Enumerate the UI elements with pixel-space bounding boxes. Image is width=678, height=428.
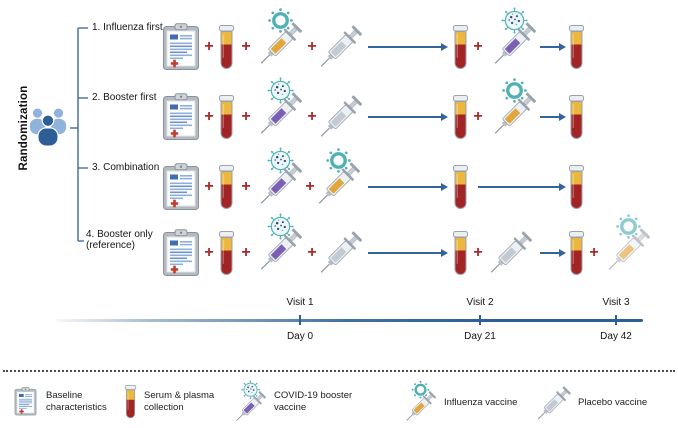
blood-tube-icon bbox=[568, 25, 585, 70]
plus-icon: + bbox=[307, 244, 317, 261]
plus-icon: + bbox=[204, 108, 214, 125]
legend-label-influenza: Influenza vaccine bbox=[444, 397, 518, 408]
influenza-vaccine-offered-icon bbox=[600, 213, 656, 275]
visit2-label: Visit 2 bbox=[466, 297, 494, 308]
clipboard-icon bbox=[14, 387, 37, 416]
arrow-right-icon bbox=[540, 42, 566, 51]
plus-icon: + bbox=[241, 108, 251, 125]
blood-tube-icon bbox=[218, 25, 235, 70]
blood-tube-icon bbox=[568, 165, 585, 210]
influenza-vaccine-icon bbox=[486, 77, 542, 139]
placebo-syringe-icon bbox=[316, 231, 364, 275]
visit3-label: Visit 3 bbox=[602, 297, 630, 308]
placebo-syringe-icon bbox=[316, 95, 364, 139]
blood-tube-icon bbox=[452, 165, 469, 210]
blood-tube-icon bbox=[218, 95, 235, 140]
syringe-icon bbox=[314, 22, 366, 74]
people-group-icon bbox=[27, 104, 69, 148]
syringe-icon bbox=[314, 92, 366, 144]
dotted-separator bbox=[3, 370, 675, 372]
blood-tube-icon bbox=[568, 95, 585, 140]
influenza-vaccine-icon bbox=[400, 380, 440, 425]
plus-icon: + bbox=[241, 244, 251, 261]
arrow-right-icon bbox=[368, 42, 448, 51]
arm-label: 2. Booster first bbox=[92, 92, 157, 103]
plus-icon: + bbox=[473, 108, 483, 125]
placebo-syringe-icon bbox=[486, 231, 534, 275]
timeline-tick-visit3 bbox=[615, 315, 617, 325]
plus-icon: + bbox=[307, 38, 317, 55]
arrow-right-icon bbox=[478, 182, 566, 191]
plus-icon: + bbox=[204, 244, 214, 261]
legend-label-covid: COVID-19 booster vaccine bbox=[274, 390, 353, 413]
day42-label: Day 42 bbox=[600, 331, 632, 342]
blood-tube-icon bbox=[218, 231, 235, 276]
arrow-right-icon bbox=[368, 248, 448, 257]
blood-tube-icon bbox=[218, 165, 235, 210]
placebo-syringe-icon bbox=[534, 386, 572, 421]
timeline-axis bbox=[55, 319, 643, 322]
syringe-icon bbox=[314, 228, 366, 280]
clipboard-icon bbox=[162, 23, 200, 71]
syringe-icon bbox=[484, 228, 536, 280]
plus-icon: + bbox=[305, 178, 315, 195]
blood-tube-icon bbox=[452, 231, 469, 276]
arm-label: 4. Booster only (reference) bbox=[86, 229, 153, 251]
clipboard-icon bbox=[162, 229, 200, 277]
arrow-right-icon bbox=[368, 112, 448, 121]
covid-booster-vaccine-icon bbox=[252, 147, 308, 209]
visit1-label: Visit 1 bbox=[286, 297, 314, 308]
day21-label: Day 21 bbox=[464, 331, 496, 342]
covid-booster-vaccine-icon bbox=[230, 380, 270, 425]
timeline-tick-visit2 bbox=[479, 315, 481, 325]
arm-label: 1. Influenza first bbox=[92, 22, 163, 33]
arrow-right-icon bbox=[540, 112, 566, 121]
arrow-right-icon bbox=[540, 248, 566, 257]
arm-label: 3. Combination bbox=[92, 162, 160, 173]
clipboard-icon bbox=[162, 163, 200, 211]
legend-label-serum: Serum & plasma collection bbox=[144, 390, 215, 413]
influenza-vaccine-icon bbox=[252, 7, 308, 69]
blood-tube-icon bbox=[452, 95, 469, 140]
legend-label-placebo: Placebo vaccine bbox=[578, 397, 648, 408]
covid-booster-vaccine-icon bbox=[252, 213, 308, 275]
covid-booster-vaccine-icon bbox=[252, 77, 308, 139]
placebo-syringe-icon bbox=[316, 25, 364, 69]
plus-icon: + bbox=[473, 244, 483, 261]
arrow-right-icon bbox=[368, 182, 448, 191]
covid-booster-vaccine-icon bbox=[486, 7, 542, 69]
plus-icon: + bbox=[241, 178, 251, 195]
syringe-icon bbox=[533, 383, 574, 424]
timeline-tick-visit1 bbox=[299, 315, 301, 325]
influenza-vaccine-icon bbox=[310, 147, 366, 209]
clipboard-icon bbox=[162, 93, 200, 141]
plus-icon: + bbox=[589, 244, 599, 261]
plus-icon: + bbox=[241, 38, 251, 55]
plus-icon: + bbox=[307, 108, 317, 125]
day0-label: Day 0 bbox=[286, 331, 314, 342]
plus-icon: + bbox=[473, 38, 483, 55]
legend-label-baseline: Baseline characteristics bbox=[46, 390, 107, 413]
blood-tube-icon bbox=[568, 231, 585, 276]
plus-icon: + bbox=[204, 178, 214, 195]
blood-tube-icon bbox=[124, 385, 137, 419]
plus-icon: + bbox=[204, 38, 214, 55]
blood-tube-icon bbox=[452, 25, 469, 70]
